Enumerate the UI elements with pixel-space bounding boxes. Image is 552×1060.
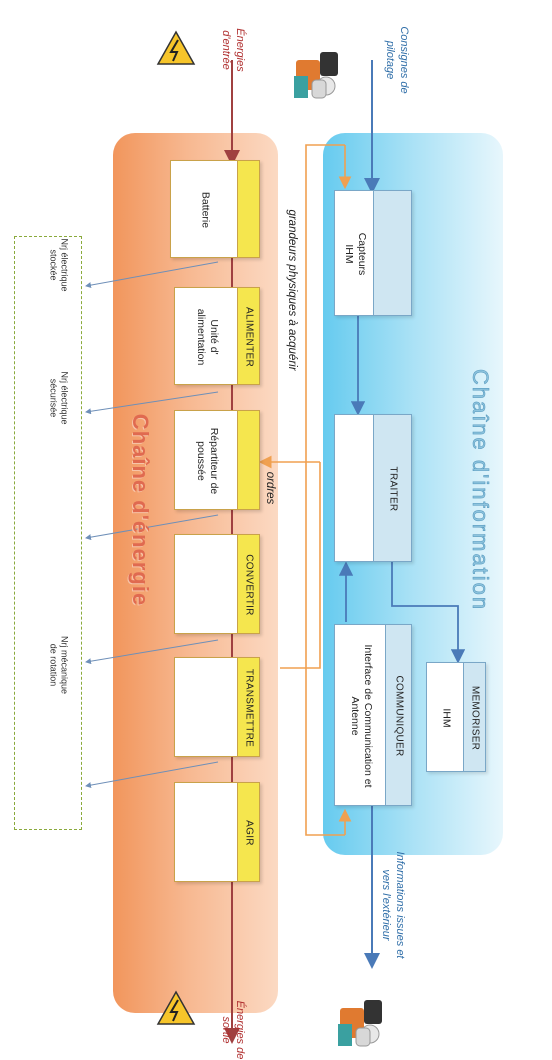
function-tab: AGIR <box>237 783 259 881</box>
energy-block-convertir: CONVERTIR <box>174 534 260 634</box>
energy-input-label: Énergies d'entrée <box>220 28 246 72</box>
function-tab: TRAITER <box>373 415 411 561</box>
info-block-store: MEMORISER IHM <box>426 662 486 772</box>
function-tab: COMMUNIQUER <box>385 625 411 805</box>
energy-block-alimenter: ALIMENTER Unité d' alimentation <box>174 287 260 385</box>
info-block-communicate: COMMUNIQUER Interface de Communication e… <box>334 624 412 806</box>
function-tab <box>237 161 259 257</box>
info-output-label: Informations issues et vers l'extérieur <box>380 851 406 959</box>
block-function-label: COMMUNIQUER <box>393 675 405 757</box>
info-block-process: TRAITER <box>334 414 412 562</box>
energy-block-transmettre: TRANSMETTRE <box>174 657 260 757</box>
block-function-label: CONVERTIR <box>243 554 255 616</box>
info-input-label: Consignes de pilotage <box>384 26 410 94</box>
energy-flow-zone <box>14 236 82 830</box>
block-component-label: Répartiteur de poussée <box>195 427 221 495</box>
information-chain-title: Chaîne d'information <box>468 368 494 612</box>
function-tab <box>373 191 411 315</box>
energy-flow-label: Nrj électrique stockée <box>48 238 70 292</box>
acquire-loop <box>305 144 345 836</box>
block-component-label: Interface de Communication et Antenne <box>349 644 375 788</box>
energy-flow-label: Nrj mécanique de rotation <box>48 635 70 695</box>
energy-block-repartiteur: Répartiteur de poussée <box>174 410 260 510</box>
block-function-label: AGIR <box>243 820 255 846</box>
energy-block-batterie: Batterie <box>170 160 260 258</box>
flow-arrow-1 <box>85 261 219 289</box>
energy-flow-label: Nrj électrique sécurisée <box>48 371 70 425</box>
function-tab: TRANSMETTRE <box>237 658 259 756</box>
energy-output-label: Énergies de sortie <box>220 1000 246 1060</box>
flow-arrow-2 <box>85 391 219 415</box>
block-component-label: Batterie <box>199 191 212 229</box>
block-component-label: IHM <box>440 708 453 728</box>
block-function-label: TRAITER <box>387 466 399 512</box>
orders-label: ordres <box>264 471 276 505</box>
flow-arrow-4 <box>85 639 219 665</box>
block-component-label: Capteurs IHM <box>343 232 369 276</box>
block-component-label: Unité d' alimentation <box>195 308 221 366</box>
flow-arrow-5 <box>85 761 219 789</box>
function-tab: CONVERTIR <box>237 535 259 633</box>
block-function-label: ALIMENTER <box>243 307 255 367</box>
orders-line <box>280 462 321 669</box>
function-tab: ALIMENTER <box>237 288 259 384</box>
block-function-label: TRANSMETTRE <box>243 668 255 748</box>
energy-chain-title: Chaîne d'énergie <box>128 413 153 607</box>
flow-arrow-3 <box>85 514 219 541</box>
warning-electric-icon <box>156 30 196 65</box>
energy-block-agir: AGIR <box>174 782 260 882</box>
warning-electric-icon <box>156 990 196 1025</box>
user-at-desk-icon <box>338 1000 382 1047</box>
info-process-to-store <box>391 562 466 664</box>
function-tab <box>237 411 259 509</box>
user-at-desk-icon <box>294 52 338 99</box>
acquire-label: grandeurs physiques à acquérir <box>286 209 298 371</box>
function-tab: MEMORISER <box>463 663 485 771</box>
block-function-label: MEMORISER <box>469 685 481 751</box>
info-block-acquire: Capteurs IHM <box>334 190 412 316</box>
